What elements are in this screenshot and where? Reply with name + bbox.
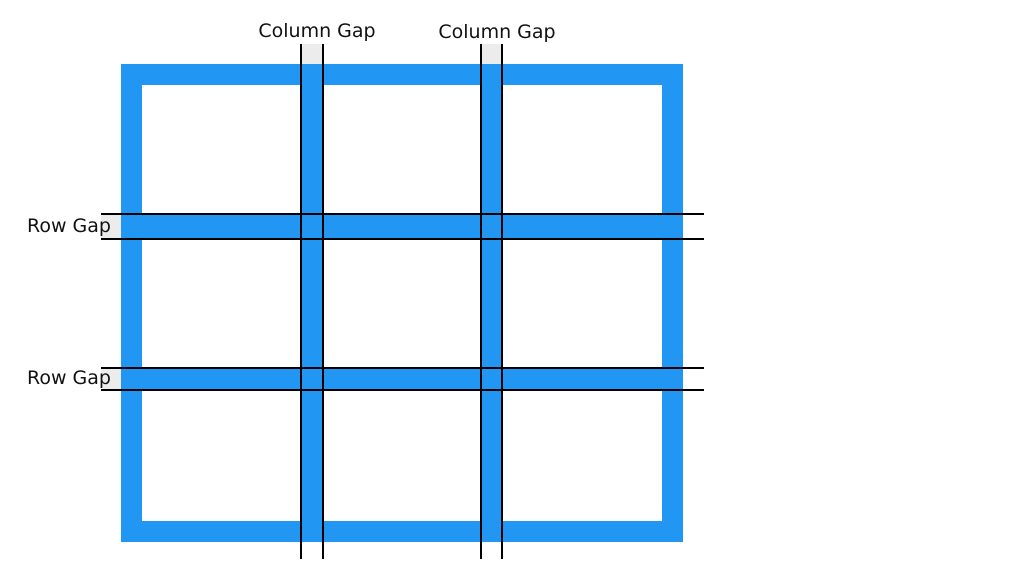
grid-cell	[502, 390, 662, 521]
gap-guide-lines	[101, 44, 704, 559]
grid-cell	[142, 239, 301, 368]
column-gap-label-1: Column Gap	[258, 20, 375, 42]
column-gap-shade	[481, 44, 502, 64]
grid-cell	[142, 390, 301, 521]
row-gap-label-1: Row Gap	[27, 215, 111, 237]
grid-cells	[142, 85, 662, 521]
row-gap-shade	[101, 368, 121, 390]
grid-cell	[323, 85, 481, 214]
row-gap-shade	[101, 214, 121, 239]
grid-cell	[323, 239, 481, 368]
grid-cell	[323, 390, 481, 521]
column-gap-label-2: Column Gap	[438, 21, 555, 43]
column-gap-shade	[301, 44, 323, 64]
row-gap-label-2: Row Gap	[27, 367, 111, 389]
grid-cell	[142, 85, 301, 214]
grid-cell	[502, 85, 662, 214]
grid-cell	[502, 239, 662, 368]
gap-shading	[101, 44, 502, 390]
